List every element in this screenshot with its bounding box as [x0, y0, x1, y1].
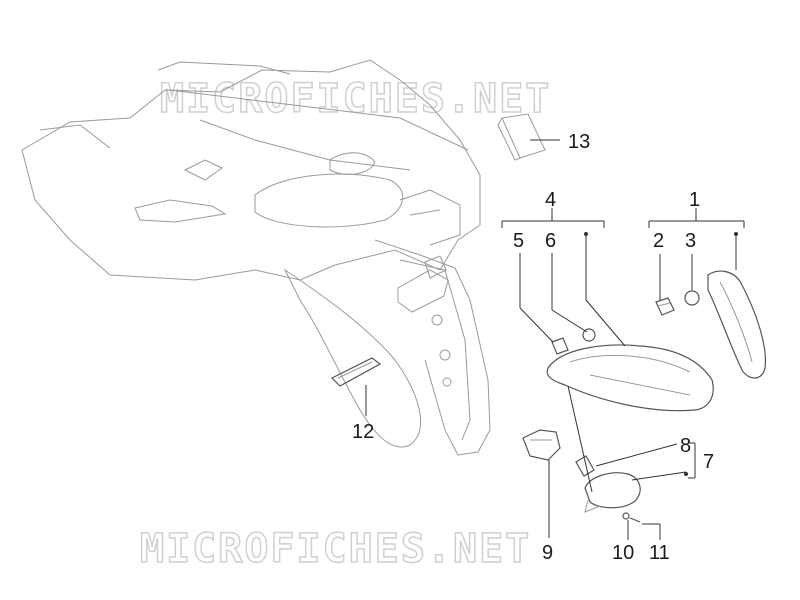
leader-lines [365, 139, 745, 540]
callout-11: 11 [649, 542, 670, 564]
part-1-side-lens [707, 270, 767, 379]
callout-5: 5 [513, 230, 524, 252]
part-7-plate-lamp [584, 472, 641, 513]
callout-13: 13 [568, 131, 590, 153]
callout-7: 7 [703, 451, 714, 473]
rear-body-shell [21, 59, 491, 456]
part-12-reflector [330, 357, 382, 387]
callout-10: 10 [612, 542, 634, 564]
part-8-bulb [575, 455, 595, 477]
callout-9: 9 [542, 542, 553, 564]
bracket-dot-4 [584, 232, 588, 236]
callout-12: 12 [352, 421, 374, 443]
bracket-dot-7 [684, 472, 688, 476]
callout-4: 4 [545, 189, 556, 211]
part-5-bulb [551, 337, 569, 355]
callout-3: 3 [685, 230, 696, 252]
callout-1: 1 [689, 189, 700, 211]
part-13-cover [497, 113, 546, 161]
part-4-tail-lamp [546, 344, 714, 412]
part-3-bulb [684, 290, 700, 306]
part-2-bulb [655, 297, 675, 316]
part-6-bulb [582, 328, 596, 342]
part-10-washer [622, 512, 630, 520]
callout-2: 2 [653, 230, 664, 252]
watermark-top: MICROFICHES.NET [160, 76, 551, 122]
callout-8: 8 [680, 435, 691, 457]
watermark-bottom: MICROFICHES.NET [140, 526, 531, 572]
callout-6: 6 [545, 230, 556, 252]
bracket-dot-1 [734, 232, 738, 236]
part-9-connector [522, 429, 561, 461]
part-11-screw [629, 517, 641, 523]
